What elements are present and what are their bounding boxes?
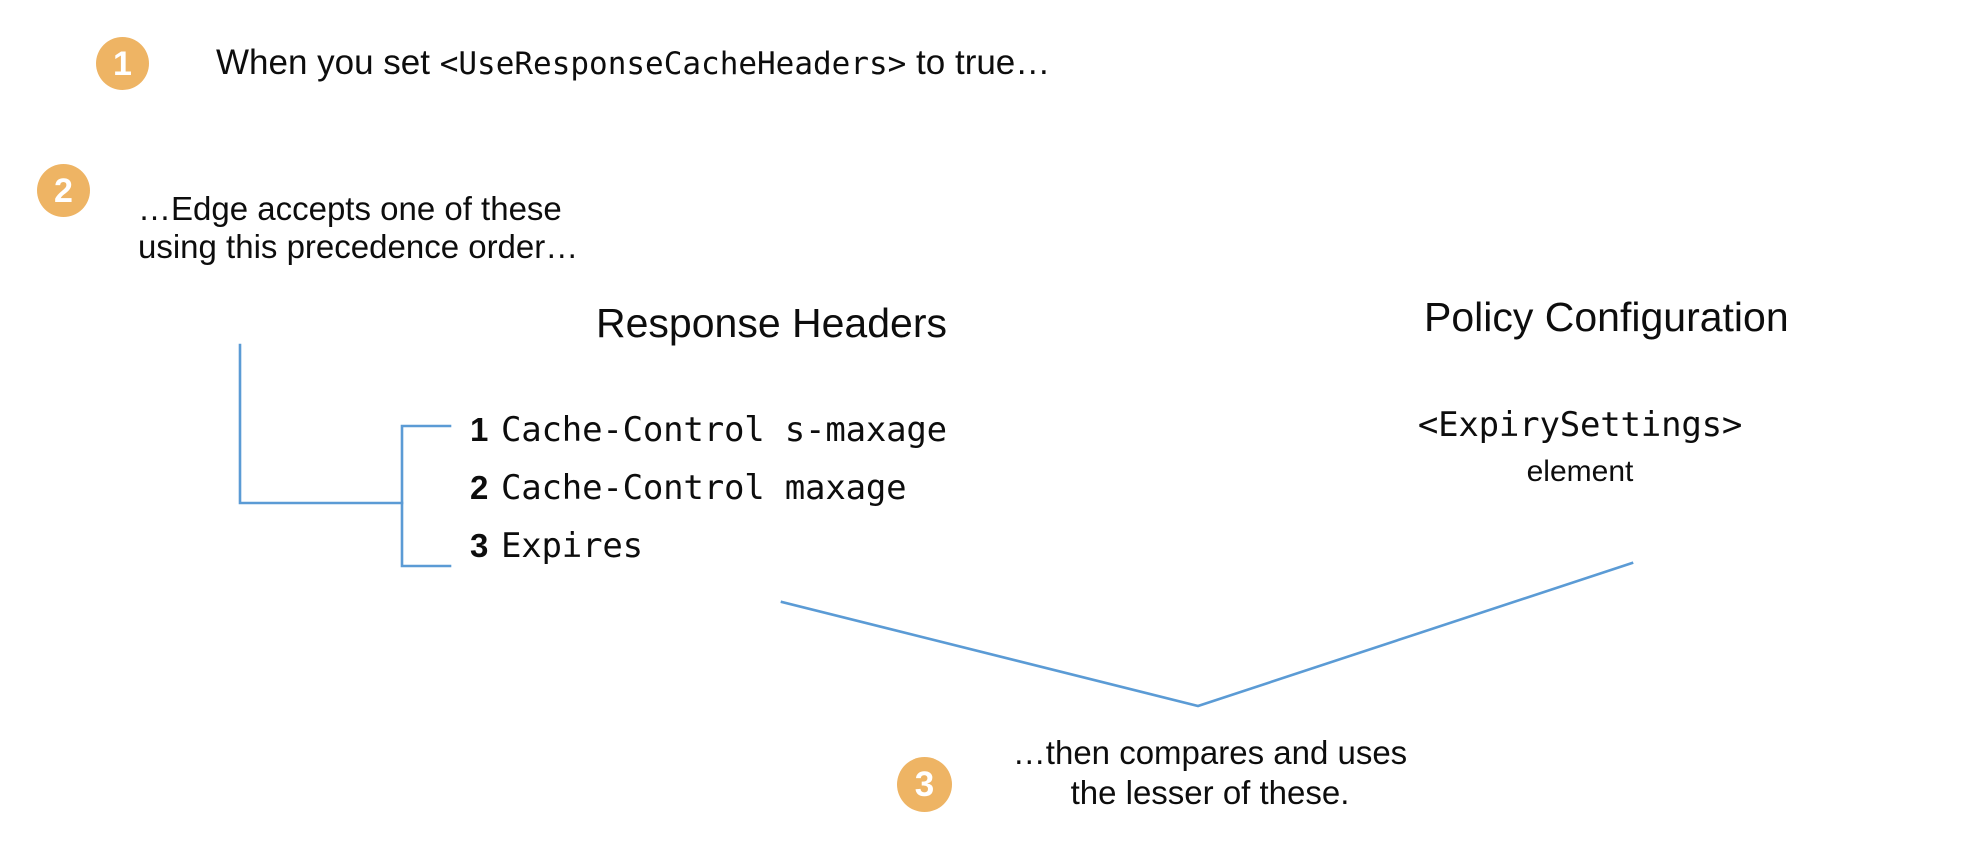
use-response-cache-headers-code: <UseResponseCacheHeaders> [439, 46, 907, 82]
precedence-value: Cache-Control s-maxage [501, 410, 947, 450]
precedence-order-list: 1 Cache-Control s-maxage 2 Cache-Control… [470, 410, 947, 584]
list-item: 2 Cache-Control maxage [470, 468, 947, 526]
list-group-bracket-line [400, 424, 452, 568]
step-badge-2: 2 [37, 164, 90, 217]
policy-configuration-body: <ExpirySettings> element [1380, 405, 1780, 489]
step-3-annotation: …then compares and uses the lesser of th… [975, 733, 1445, 812]
expiry-settings-label: element [1526, 455, 1634, 488]
precedence-index: 2 [470, 469, 489, 506]
precedence-value: Cache-Control maxage [501, 468, 907, 508]
precedence-value: Expires [501, 526, 643, 566]
compare-v-converger-line [780, 561, 1634, 708]
step-3-line-1: …then compares and uses [1012, 734, 1408, 771]
precedence-index: 1 [470, 411, 489, 448]
list-item: 1 Cache-Control s-maxage [470, 410, 947, 468]
response-headers-heading: Response Headers [596, 300, 947, 346]
step2-to-list-elbow-line [238, 343, 404, 505]
step-badge-3: 3 [897, 757, 952, 812]
precedence-index: 3 [470, 527, 489, 564]
expiry-settings-code: <ExpirySettings> [1417, 405, 1743, 445]
step-badge-1: 1 [96, 37, 149, 90]
list-item: 3 Expires [470, 526, 947, 584]
step-1-text-before: When you set [216, 43, 440, 82]
policy-configuration-heading: Policy Configuration [1424, 294, 1789, 340]
step-1-annotation: When you set <UseResponseCacheHeaders> t… [216, 42, 1050, 84]
step-2-annotation: …Edge accepts one of these using this pr… [138, 190, 579, 266]
step-3-line-2: the lesser of these. [1070, 773, 1350, 811]
step-1-text-after: to true… [906, 43, 1051, 82]
